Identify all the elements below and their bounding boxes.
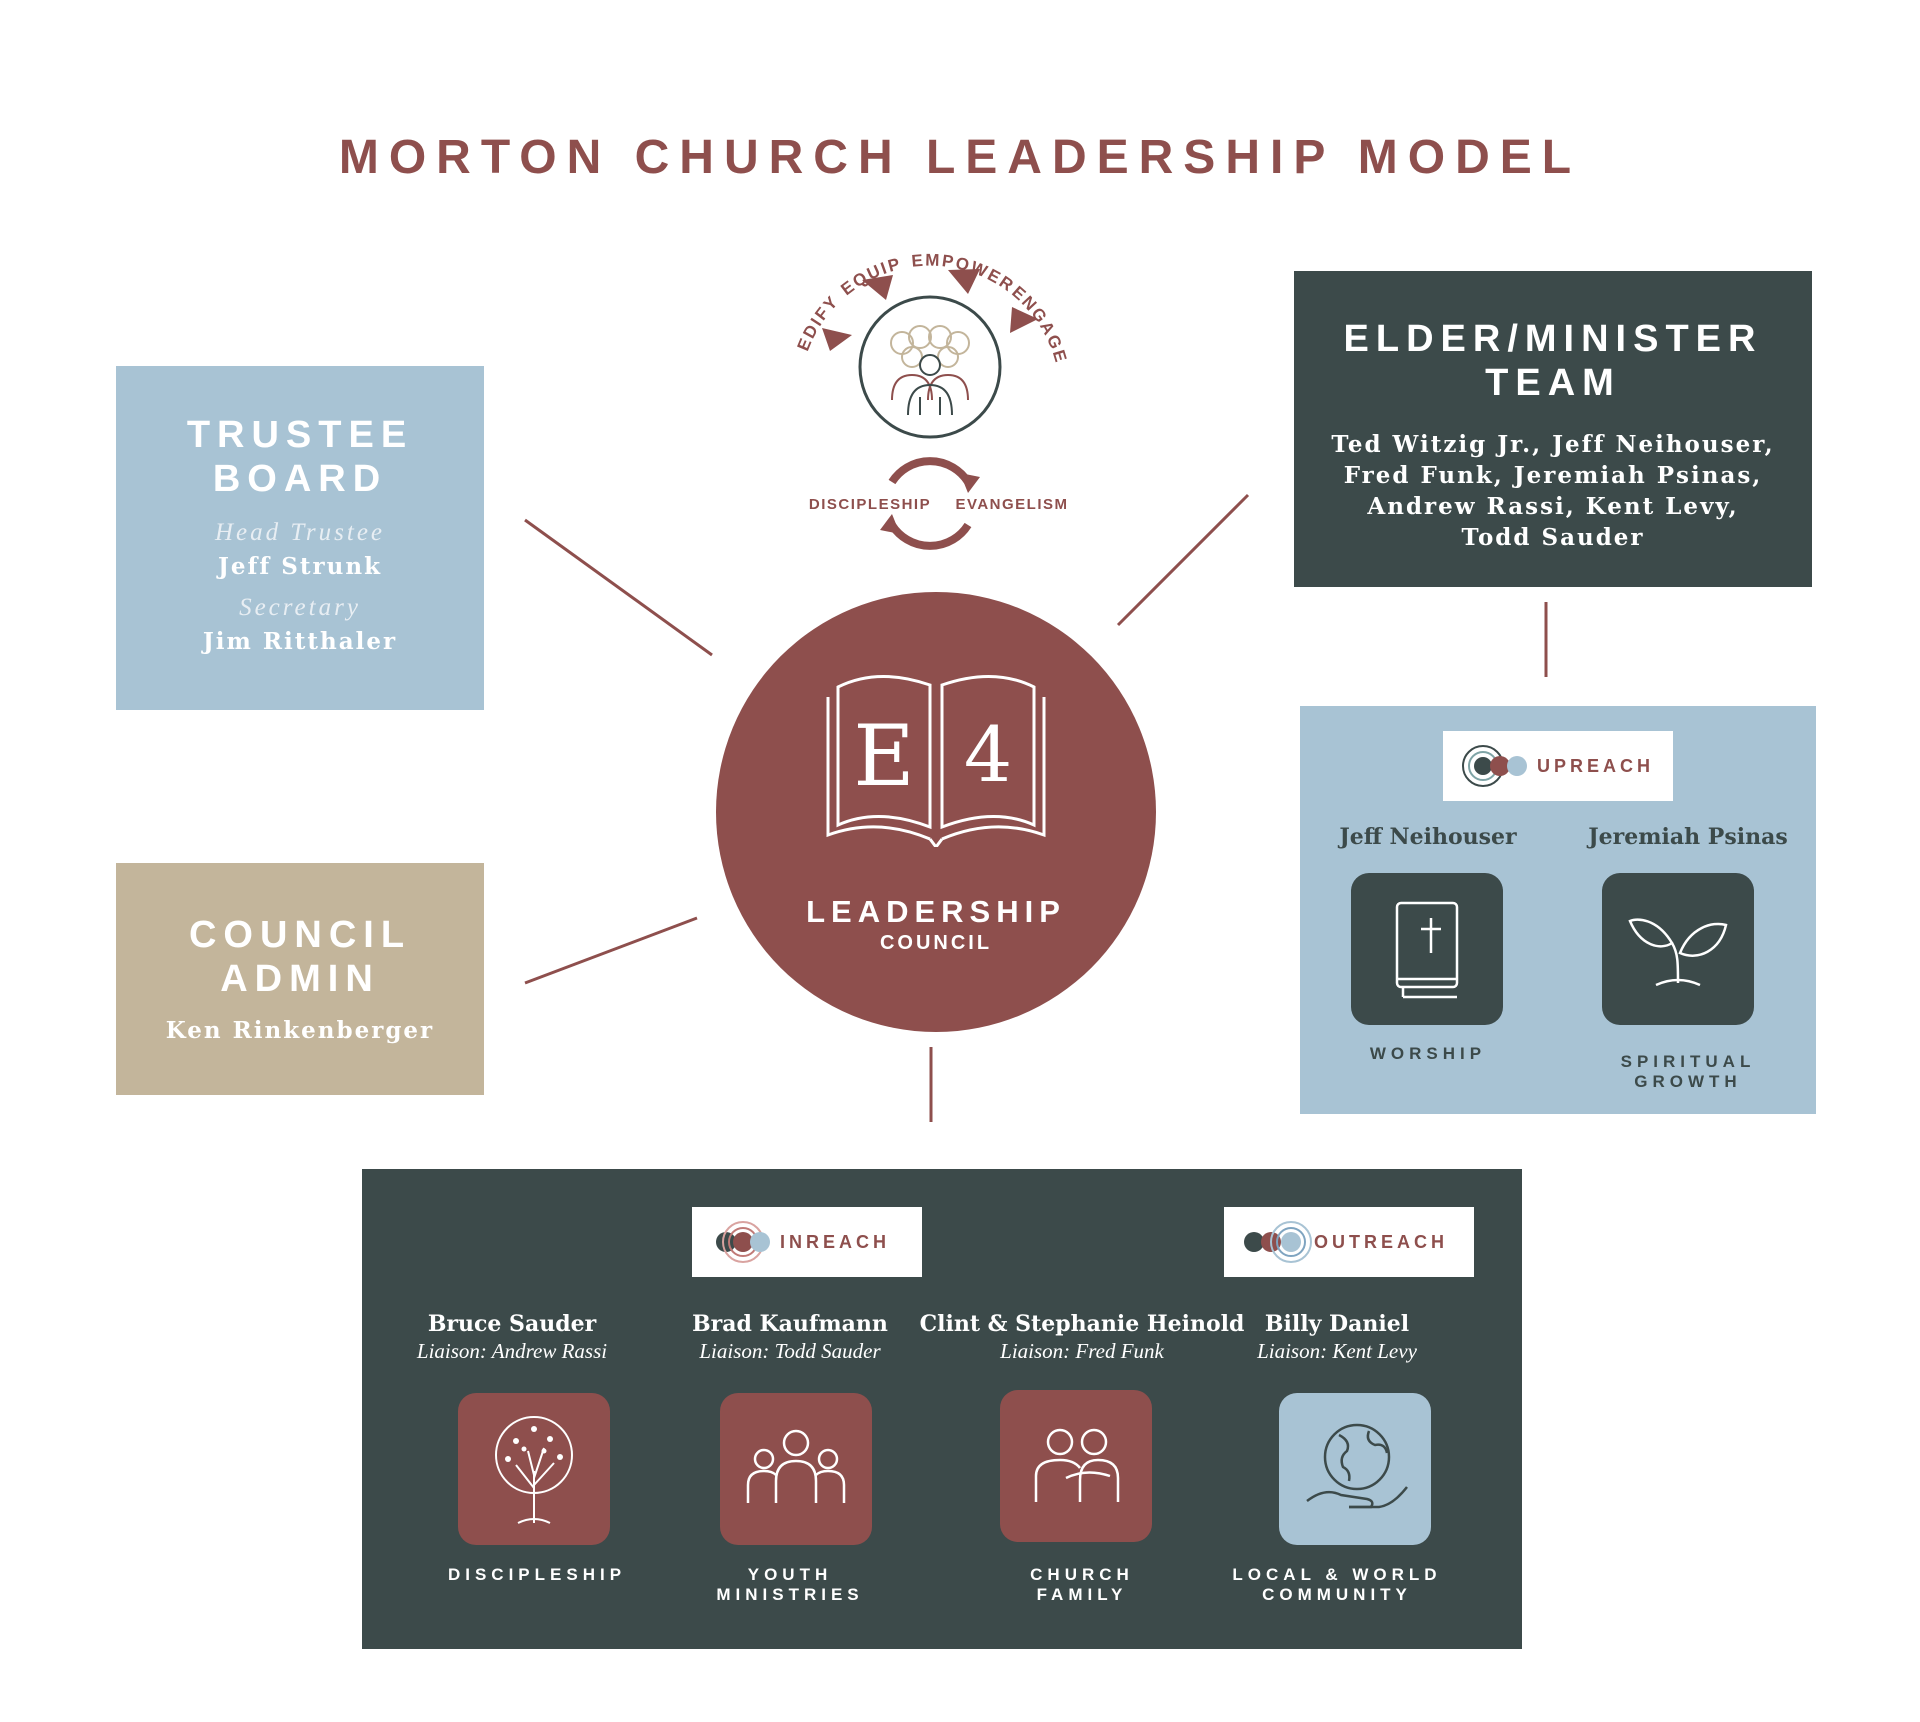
community-caption-2: COMMUNITY <box>1262 1585 1412 1604</box>
svg-text:EQUIP: EQUIP <box>837 254 903 299</box>
open-bible-icon: E 4 <box>826 675 1046 847</box>
arrow-icon <box>862 275 893 300</box>
inreach-dots-icon <box>716 1221 770 1263</box>
spiritual-growth-tile <box>1602 873 1754 1025</box>
elder-team-name-4: Todd Sauder <box>1461 524 1645 551</box>
church-family-caption-1: CHURCH <box>1030 1565 1134 1584</box>
ministries-panel: INREACH OUTREACH Bruce Sauder Liaison: A… <box>362 1169 1522 1649</box>
council-admin-title-2: ADMIN <box>220 958 380 1000</box>
church-family-caption-2: FAMILY <box>1036 1585 1128 1604</box>
elder-team-name-2: Fred Funk, Jeremiah Psinas, <box>1343 462 1763 489</box>
people-icon <box>890 325 970 368</box>
spiritual-growth-leader: Jeremiah Psinas <box>1588 824 1788 850</box>
community-leader: Billy Daniel <box>1264 1311 1410 1337</box>
church-family-tile <box>1000 1390 1152 1542</box>
sprout-icon <box>1628 918 1728 987</box>
community-caption-1: LOCAL & WORLD <box>1232 1565 1442 1584</box>
worship-leader: Jeff Neihouser <box>1339 824 1517 850</box>
outreach-dots-icon <box>1244 1221 1312 1263</box>
elder-minister-team: ELDER/MINISTER TEAM Ted Witzig Jr., Jeff… <box>1294 271 1812 587</box>
spiritual-growth-caption-1: SPIRITUAL <box>1620 1052 1756 1071</box>
cycle-discipleship-label: DISCIPLESHIP <box>809 496 931 513</box>
church-family-liaison: Liaison: Fred Funk <box>1000 1339 1164 1363</box>
head-trustee-role: Head Trustee <box>214 519 386 546</box>
outreach-label: OUTREACH <box>1314 1231 1448 1252</box>
e4-number: 4 <box>964 710 1012 799</box>
discipleship-liaison: Liaison: Andrew Rassi <box>416 1339 608 1363</box>
church-family-leader: Clint & Stephanie Heinold <box>919 1311 1245 1337</box>
upreach-dots-icon <box>1462 745 1527 787</box>
youth-tile <box>720 1393 872 1545</box>
elder-team-title-2: TEAM <box>1485 362 1621 404</box>
people-circle <box>858 295 1002 439</box>
outreach-badge: OUTREACH <box>1224 1207 1474 1277</box>
youth-caption-1: YOUTH <box>747 1565 833 1584</box>
community-tile <box>1279 1393 1431 1545</box>
worship-caption: WORSHIP <box>1369 1044 1487 1063</box>
bible-icon <box>1395 901 1459 999</box>
couple-icon <box>1034 1428 1120 1502</box>
upreach-panel: UPREACH Jeff Neihouser Jeremiah Psinas W… <box>1300 706 1816 1114</box>
e4-letter: E <box>853 707 914 805</box>
page-title: MORTON CHURCH LEADERSHIP MODEL <box>338 131 1582 184</box>
cycle-evangelism-label: EVANGELISM <box>955 496 1068 513</box>
cycle-word-equip: EQUIP <box>837 254 901 299</box>
group-icon <box>746 1429 846 1503</box>
upreach-label: UPREACH <box>1537 755 1655 776</box>
worship-tile <box>1351 873 1503 1025</box>
youth-liaison: Liaison: Todd Sauder <box>699 1339 881 1363</box>
upreach-badge: UPREACH <box>1443 731 1673 801</box>
cycle-arrow-icon <box>888 457 972 485</box>
youth-leader: Brad Kaufmann <box>692 1311 888 1337</box>
leadership-label: LEADERSHIP <box>806 894 1066 929</box>
inreach-badge: INREACH <box>692 1207 922 1277</box>
council-admin: COUNCIL ADMIN Ken Rinkenberger <box>116 863 484 1095</box>
trustee-board: TRUSTEE BOARD Head Trustee Jeff Strunk S… <box>116 366 484 710</box>
community-liaison: Liaison: Kent Levy <box>1257 1339 1417 1363</box>
secretary-name: Jim Ritthaler <box>202 628 398 655</box>
arrow-icon <box>1010 307 1038 333</box>
council-admin-name: Ken Rinkenberger <box>165 1017 435 1044</box>
cycle-arrow-icon <box>888 522 972 550</box>
elder-team-title-1: ELDER/MINISTER <box>1343 318 1763 360</box>
globe-hand-icon <box>1306 1423 1408 1509</box>
discipleship-tile <box>458 1393 610 1545</box>
tree-icon <box>495 1416 573 1524</box>
arrow-icon <box>948 269 980 294</box>
secretary-role: Secretary <box>239 594 361 621</box>
head-trustee-name: Jeff Strunk <box>217 553 383 580</box>
council-admin-title-1: COUNCIL <box>188 914 412 956</box>
trustee-board-title-2: BOARD <box>212 458 388 500</box>
elder-team-name-1: Ted Witzig Jr., Jeff Neihouser, <box>1331 431 1775 458</box>
council-label: COUNCIL <box>879 932 993 954</box>
trustee-board-title-1: TRUSTEE <box>186 414 414 456</box>
discipleship-caption-1: DISCIPLESHIP <box>447 1565 627 1584</box>
leadership-council-circle: E 4 LEADERSHIP COUNCIL <box>716 592 1156 1032</box>
arrow-icon <box>822 328 852 351</box>
discipleship-leader: Bruce Sauder <box>427 1311 597 1337</box>
youth-caption-2: MINISTRIES <box>716 1585 864 1604</box>
inreach-label: INREACH <box>780 1231 891 1252</box>
elder-team-name-3: Andrew Rassi, Kent Levy, <box>1367 493 1739 520</box>
e4-cycle-graphic: EDIFY EQUIP EMPOWER ENGAGE <box>780 225 1080 565</box>
spiritual-growth-caption-2: GROWTH <box>1634 1072 1742 1091</box>
